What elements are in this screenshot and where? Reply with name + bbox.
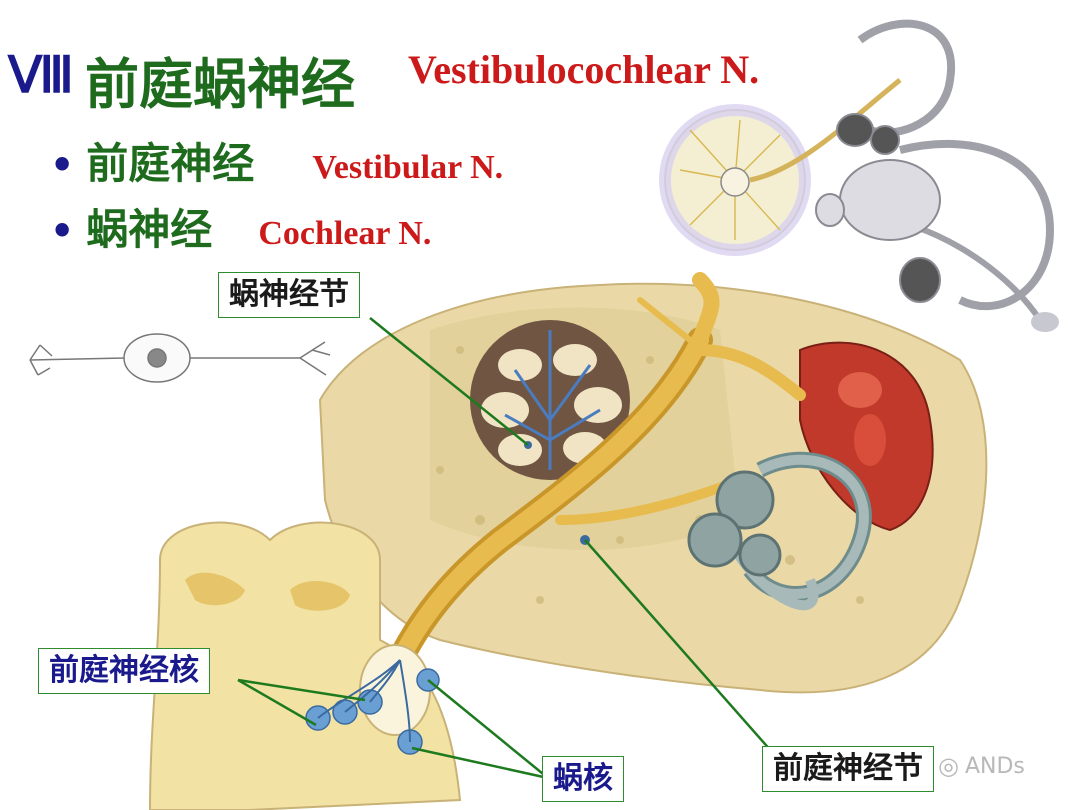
nerve-fibers-to-nuclei [317,659,411,743]
bullet-cochlear: • 蜗神经 Cochlear N. [50,196,431,257]
inner-ear-inset [659,19,1059,332]
leader-vest-nuc-1 [237,678,366,702]
bullet-dot: • [50,143,75,187]
bullet-vestibular: • 前庭神经 Vestibular N. [50,130,503,191]
cochlea-section [470,320,630,480]
bullet-english: Cochlear N. [258,215,432,252]
label-cochlear-nuclei: 蜗核 [542,756,624,802]
bullet-dot: • [50,209,75,253]
label-vestibular-nuclei: 前庭神经核 [38,648,210,694]
bullet-english: Vestibular N. [312,149,504,186]
bullet-chinese: 蜗神经 [86,205,213,254]
leader-lines [237,317,773,780]
watermark-text: ANDs [964,753,1025,779]
page-title-english: Vestibulocochlear N. [408,47,760,92]
vestibular-labyrinth [687,451,872,611]
leader-coch-nuc-1 [427,679,549,779]
leader-coch-nuc-2 [411,746,549,780]
wechat-icon: ◎ [938,752,959,780]
bullet-chinese: 前庭神经 [86,139,255,188]
label-spiral-ganglion: 蜗神经节 [218,272,360,318]
page-title-chinese: 前庭蜗神经 [85,53,355,116]
middle-ear-ossicles [799,341,934,532]
cranial-nerve-numeral: Ⅷ [8,47,74,103]
leader-vest-ganglion [584,539,773,753]
leader-vest-nuc-2 [237,678,317,727]
brainstem-section [148,521,462,810]
leader-spiral-ganglion [369,317,529,446]
bipolar-neuron-icon [29,333,331,383]
watermark: ◎ ANDs [938,752,1025,780]
vestibulocochlear-nerve [387,272,806,673]
label-vestibular-ganglion: 前庭神经节 [762,746,934,792]
